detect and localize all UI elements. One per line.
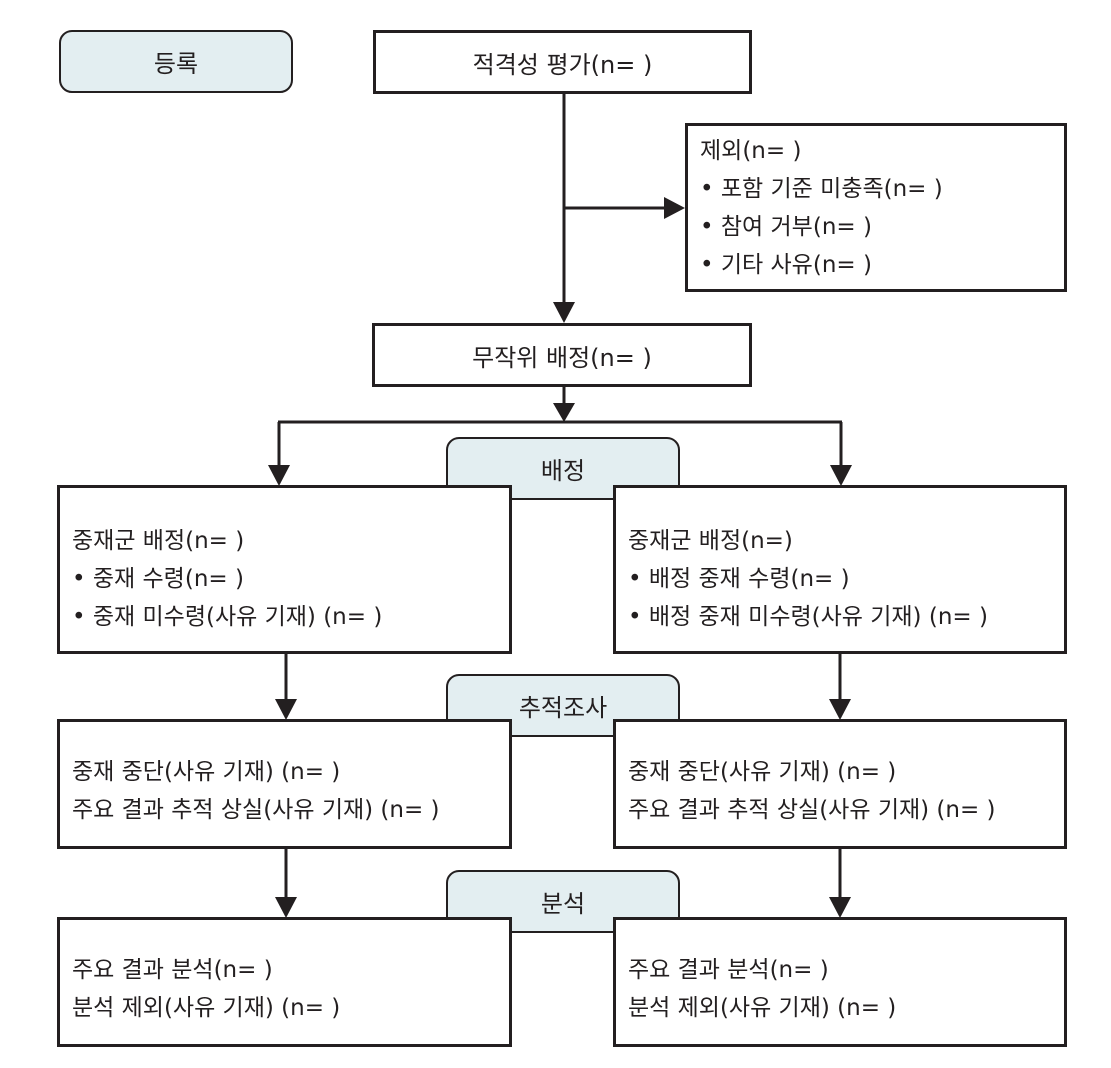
stage-label-follow-up-text: 추적조사 [518,694,608,722]
allocation-left-title: 중재군 배정(n= ) [72,527,245,554]
follow-up-left-line: 중재 중단(사유 기재) (n= ) [72,759,341,785]
box-allocation-left: 중재군 배정(n= ) 중재 수령(n= ) 중재 미수령(사유 기재) (n=… [57,485,512,654]
box-analysis-left: 주요 결과 분석(n= ) 분석 제외(사유 기재) (n= ) [57,917,512,1047]
box-follow-up-right: 중재 중단(사유 기재) (n= ) 주요 결과 추적 상실(사유 기재) (n… [613,719,1067,849]
allocation-left-item: 중재 수령(n= ) [72,560,509,598]
arrowhead-random [553,302,575,323]
follow-up-right-line: 중재 중단(사유 기재) (n= ) [628,759,897,785]
follow-up-right-line: 주요 결과 추적 상실(사유 기재) (n= ) [628,797,996,823]
excluded-title: 제외(n= ) [700,137,802,164]
arrowhead-split [553,403,575,422]
arrowhead-excluded [664,197,685,219]
arrowhead-follow-left [275,699,297,720]
allocation-right-item: 배정 중재 수령(n= ) [628,560,1064,598]
randomized-text: 무작위 배정(n= ) [472,343,652,372]
eligibility-text: 적격성 평가(n= ) [472,50,653,79]
stage-label-enrollment: 등록 [59,30,293,93]
arrowhead-analysis-left [275,897,297,918]
stage-label-allocation-text: 배정 [540,457,586,485]
analysis-right-line: 분석 제외(사유 기재) (n= ) [628,995,897,1021]
box-eligibility-assessment: 적격성 평가(n= ) [373,30,752,94]
arrowhead-alloc-right [830,465,852,486]
excluded-item: 기타 사유(n= ) [700,246,1064,284]
analysis-left-line: 분석 제외(사유 기재) (n= ) [72,995,341,1021]
arrowhead-follow-right [829,699,851,720]
stage-label-enrollment-text: 등록 [153,50,199,78]
arrowhead-analysis-right [829,897,851,918]
stage-label-analysis-text: 분석 [540,890,586,918]
box-follow-up-left: 중재 중단(사유 기재) (n= ) 주요 결과 추적 상실(사유 기재) (n… [57,719,512,849]
analysis-left-line: 주요 결과 분석(n= ) [72,957,273,983]
excluded-item: 포함 기준 미충족(n= ) [700,170,1064,208]
allocation-right-title: 중재군 배정(n=) [628,527,793,554]
box-randomized: 무작위 배정(n= ) [372,323,752,387]
box-allocation-right: 중재군 배정(n=) 배정 중재 수령(n= ) 배정 중재 미수령(사유 기재… [613,485,1067,654]
excluded-item: 참여 거부(n= ) [700,208,1064,246]
arrowhead-alloc-left [268,465,290,486]
allocation-right-item: 배정 중재 미수령(사유 기재) (n= ) [628,598,1064,636]
box-excluded: 제외(n= ) 포함 기준 미충족(n= ) 참여 거부(n= ) 기타 사유(… [685,123,1067,292]
follow-up-left-line: 주요 결과 추적 상실(사유 기재) (n= ) [72,797,440,823]
analysis-right-line: 주요 결과 분석(n= ) [628,957,829,983]
allocation-left-item: 중재 미수령(사유 기재) (n= ) [72,598,509,636]
box-analysis-right: 주요 결과 분석(n= ) 분석 제외(사유 기재) (n= ) [613,917,1067,1047]
